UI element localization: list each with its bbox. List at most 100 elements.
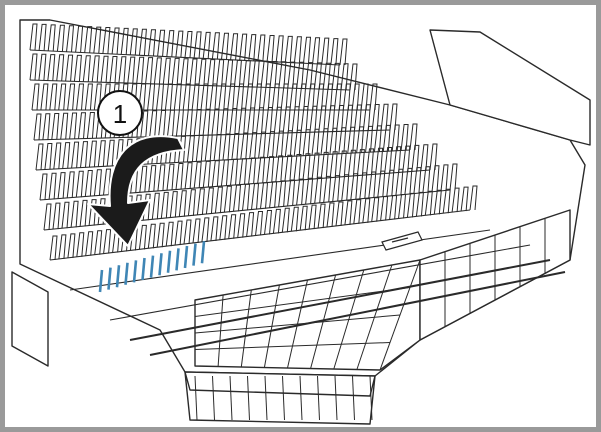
tine bbox=[167, 109, 176, 137]
tine bbox=[220, 159, 229, 187]
highlighted-tine bbox=[175, 248, 180, 271]
tine bbox=[345, 104, 354, 132]
tine bbox=[278, 61, 287, 88]
tine bbox=[323, 175, 332, 203]
tine bbox=[86, 112, 95, 139]
tine bbox=[349, 63, 358, 91]
grid-line bbox=[264, 375, 268, 421]
tine bbox=[198, 58, 207, 86]
tine bbox=[148, 29, 157, 56]
highlighted-tine bbox=[115, 265, 121, 288]
tine bbox=[293, 36, 302, 63]
tine bbox=[216, 59, 225, 86]
tine bbox=[353, 199, 362, 224]
tine bbox=[166, 163, 175, 191]
tine bbox=[275, 35, 284, 62]
highlighted-tine bbox=[132, 260, 138, 283]
highlighted-tine bbox=[192, 243, 197, 266]
tine bbox=[129, 28, 138, 55]
tine bbox=[139, 165, 148, 193]
tine bbox=[296, 61, 305, 89]
tine bbox=[329, 127, 338, 155]
tine bbox=[162, 57, 171, 85]
tine bbox=[70, 200, 79, 228]
tine bbox=[431, 165, 440, 192]
tine bbox=[251, 60, 260, 87]
tine bbox=[266, 35, 275, 62]
tine bbox=[71, 141, 80, 169]
tine bbox=[127, 56, 136, 84]
tine bbox=[202, 160, 211, 188]
tine bbox=[314, 176, 323, 204]
tine bbox=[460, 186, 469, 212]
tine bbox=[289, 83, 298, 111]
tine bbox=[330, 38, 339, 65]
tine bbox=[43, 203, 52, 231]
tine bbox=[175, 30, 184, 58]
tine bbox=[76, 232, 85, 257]
tine bbox=[380, 196, 389, 221]
tine bbox=[182, 83, 191, 111]
grid-line bbox=[194, 375, 198, 421]
highlighted-tine bbox=[98, 269, 104, 293]
tine bbox=[327, 105, 336, 132]
tine bbox=[29, 53, 38, 81]
tine bbox=[284, 154, 293, 182]
tine bbox=[173, 83, 182, 111]
tine bbox=[31, 83, 40, 111]
tine bbox=[102, 27, 111, 54]
grid-line bbox=[229, 375, 233, 421]
tine bbox=[48, 172, 57, 200]
tine bbox=[377, 170, 386, 198]
tine bbox=[66, 171, 75, 198]
tine bbox=[149, 110, 158, 137]
tine bbox=[191, 83, 200, 111]
tine bbox=[258, 131, 267, 159]
tine bbox=[264, 210, 273, 235]
tine bbox=[202, 108, 211, 136]
grid-line bbox=[352, 375, 355, 421]
tine bbox=[88, 140, 97, 168]
tine bbox=[402, 145, 411, 173]
tine bbox=[109, 56, 118, 83]
tine bbox=[100, 55, 109, 83]
tine bbox=[151, 192, 160, 220]
tine bbox=[42, 113, 51, 140]
tine bbox=[371, 197, 380, 222]
tine bbox=[271, 83, 280, 111]
tine bbox=[291, 106, 300, 133]
grid-line bbox=[317, 375, 320, 421]
tine bbox=[84, 170, 93, 197]
tine bbox=[249, 132, 258, 159]
tine bbox=[362, 198, 371, 223]
tine bbox=[97, 140, 106, 167]
tine bbox=[106, 139, 115, 167]
tine bbox=[103, 229, 112, 254]
tine bbox=[58, 83, 67, 111]
grid-line bbox=[194, 314, 401, 334]
tine bbox=[362, 104, 371, 131]
tine bbox=[266, 156, 275, 183]
highlighted-tine bbox=[107, 267, 112, 290]
tine bbox=[29, 23, 38, 51]
tine bbox=[60, 112, 69, 140]
tine bbox=[248, 34, 257, 61]
tine bbox=[51, 113, 60, 140]
tine bbox=[57, 172, 66, 199]
tine bbox=[400, 124, 409, 151]
grid-line bbox=[299, 375, 303, 421]
grid-line bbox=[194, 287, 411, 317]
tine bbox=[47, 24, 56, 51]
tine bbox=[207, 59, 216, 86]
tine bbox=[147, 223, 156, 249]
tine bbox=[338, 127, 347, 154]
tine bbox=[422, 166, 431, 193]
tine bbox=[380, 103, 389, 131]
tine bbox=[231, 133, 240, 160]
tine bbox=[225, 59, 234, 87]
tine bbox=[94, 230, 103, 255]
tine bbox=[305, 177, 314, 205]
tine bbox=[287, 61, 296, 89]
tine bbox=[245, 83, 254, 111]
